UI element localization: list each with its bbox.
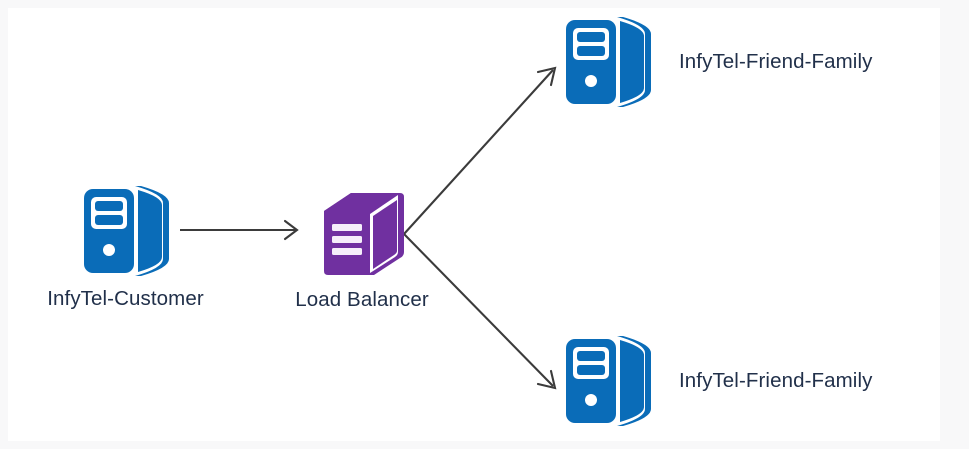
node-label-load-balancer: Load Balancer: [295, 288, 429, 311]
node-infytel-friend-family-2[interactable]: InfyTel-Friend-Family: [560, 333, 872, 429]
edge-customer-to-load-balancer: [180, 219, 299, 241]
node-label-infytel-customer: InfyTel-Customer: [47, 287, 204, 310]
diagram-canvas: InfyTel-Customer Load Balancer InfyTel-F: [8, 8, 940, 441]
server-icon: [563, 336, 651, 426]
edge-load-balancer-to-friend-family-2: [403, 233, 557, 390]
server-icon: [563, 17, 651, 107]
node-load-balancer[interactable]: Load Balancer: [295, 192, 429, 310]
node-infytel-friend-family-1[interactable]: InfyTel-Friend-Family: [560, 14, 872, 110]
edge-load-balancer-to-friend-family-1: [403, 66, 557, 235]
load-balancer-icon: [324, 193, 404, 275]
server-icon: [81, 186, 169, 276]
node-label-infytel-friend-family-1: InfyTel-Friend-Family: [679, 49, 873, 73]
node-label-infytel-friend-family-2: InfyTel-Friend-Family: [679, 368, 873, 392]
node-infytel-customer[interactable]: InfyTel-Customer: [47, 183, 204, 309]
